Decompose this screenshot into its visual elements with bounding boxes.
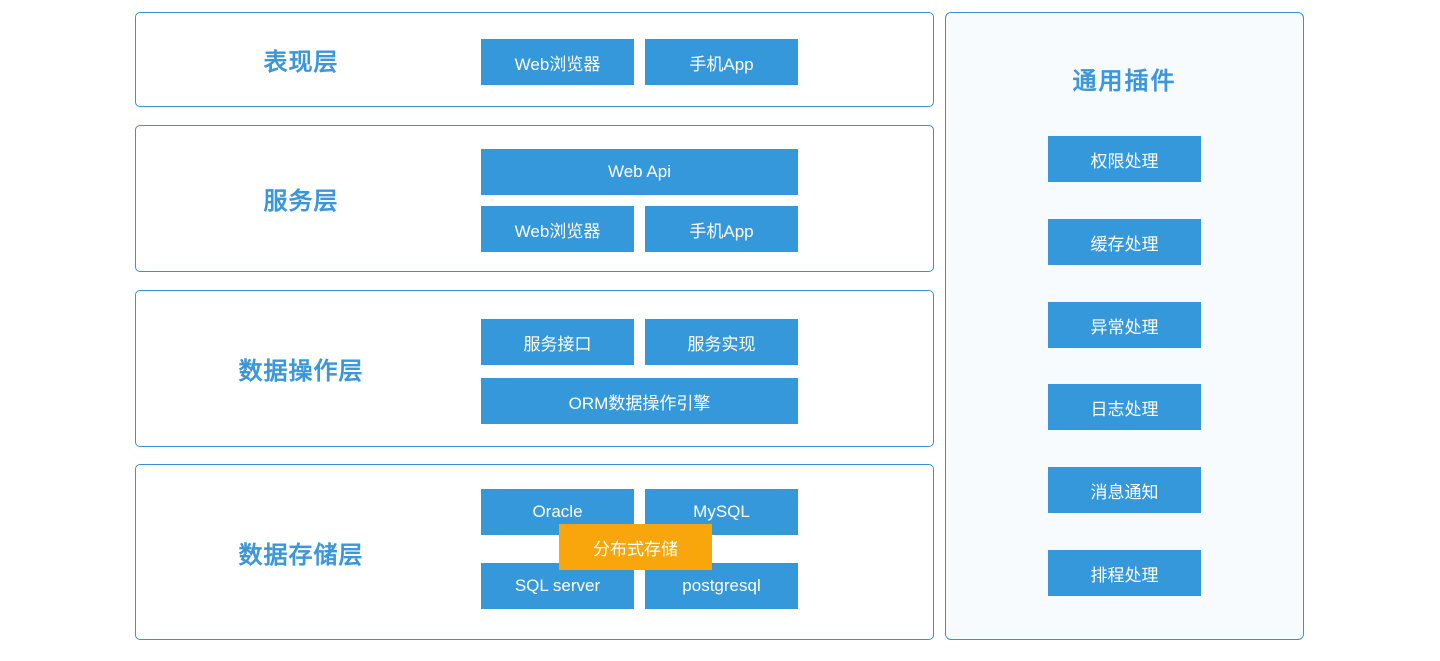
plugin-cache-handling: 缓存处理 [1048, 219, 1201, 265]
layer-label-data-operation: 数据操作层 [238, 358, 364, 385]
plugin-log-handling: 日志处理 [1048, 384, 1201, 430]
layer-box-service: 服务层 Web Api Web浏览器 手机App [135, 125, 934, 272]
plugin-exception-handling: 异常处理 [1048, 302, 1201, 348]
node-web-api: Web Api [481, 149, 798, 195]
plugins-panel-title: 通用插件 [1072, 68, 1177, 95]
layer-box-data-operation: 数据操作层 服务接口 服务实现 ORM数据操作引擎 [135, 290, 934, 447]
layer-box-data-storage: 数据存储层 Oracle MySQL SQL server postgresql… [135, 464, 934, 640]
node-sql-server: SQL server [481, 563, 634, 609]
node-mobile-app: 手机App [645, 39, 798, 85]
layer-label-service: 服务层 [263, 188, 339, 215]
presentation-node-row: Web浏览器 手机App [481, 39, 798, 85]
plugins-panel: 通用插件 权限处理 缓存处理 异常处理 日志处理 消息通知 排程处理 [945, 12, 1304, 640]
data-operation-node-row: 服务接口 服务实现 [481, 319, 798, 365]
data-storage-node-row-bottom: SQL server postgresql [481, 563, 798, 609]
service-node-row: Web浏览器 手机App [481, 206, 798, 252]
node-web-browser: Web浏览器 [481, 206, 634, 252]
layer-label-presentation: 表现层 [263, 49, 339, 76]
service-node-row-full: Web Api [481, 149, 798, 195]
data-operation-node-row-full: ORM数据操作引擎 [481, 378, 798, 424]
node-web-browser: Web浏览器 [481, 39, 634, 85]
node-distributed-storage: 分布式存储 [559, 524, 712, 570]
node-service-interface: 服务接口 [481, 319, 634, 365]
node-service-implementation: 服务实现 [645, 319, 798, 365]
plugin-message-notification: 消息通知 [1048, 467, 1201, 513]
plugin-permission-handling: 权限处理 [1048, 136, 1201, 182]
node-postgresql: postgresql [645, 563, 798, 609]
node-orm-engine: ORM数据操作引擎 [481, 378, 798, 424]
layer-label-data-storage: 数据存储层 [238, 541, 364, 569]
node-mobile-app: 手机App [645, 206, 798, 252]
plugin-schedule-handling: 排程处理 [1048, 550, 1201, 596]
layer-box-presentation: 表现层 Web浏览器 手机App [135, 12, 934, 107]
